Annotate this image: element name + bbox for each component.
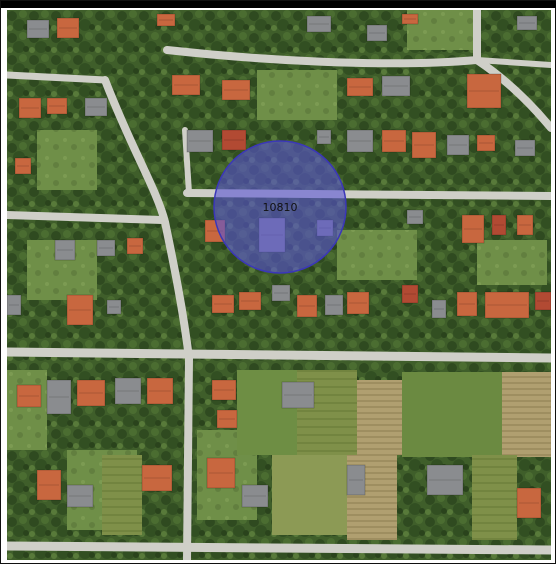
building-roof — [466, 73, 502, 109]
building-roof — [54, 239, 76, 261]
building-roof — [381, 129, 407, 153]
building-roof — [211, 294, 235, 314]
building-roof — [56, 17, 80, 39]
building-roof — [76, 379, 106, 407]
building-roof — [14, 157, 32, 175]
building-roof — [66, 294, 94, 326]
building-roof — [26, 19, 50, 39]
building-roof — [146, 377, 174, 405]
building-roof — [381, 75, 411, 97]
building-roof — [271, 284, 291, 302]
building-roof — [36, 469, 62, 501]
building-roof — [366, 24, 388, 42]
building-roof — [281, 381, 315, 409]
building-roof — [206, 457, 236, 489]
building-roof — [216, 409, 238, 429]
building-roof — [346, 464, 366, 496]
building-roof — [46, 97, 68, 115]
building-roof — [84, 97, 108, 117]
building-roof — [316, 129, 332, 145]
building-roof — [114, 377, 142, 405]
building-roof — [96, 239, 116, 257]
building-roof — [324, 294, 344, 316]
building-roof — [141, 464, 173, 492]
building-roof — [491, 214, 507, 236]
building-roof — [106, 299, 122, 315]
building-roof — [446, 134, 470, 156]
building-roof — [16, 384, 42, 408]
building-roof — [484, 291, 530, 319]
building-roof — [346, 291, 370, 315]
building-roof — [7, 294, 22, 316]
building-roof — [431, 299, 447, 319]
building-roof — [514, 139, 536, 157]
location-marker[interactable]: 10810 — [213, 140, 347, 274]
building-roof — [126, 237, 144, 255]
building-roof — [171, 74, 201, 96]
frame-top-border — [1, 1, 556, 8]
building-roof — [426, 464, 464, 496]
building-roof — [406, 209, 424, 225]
building-roof — [221, 79, 251, 101]
building-roof — [221, 129, 247, 151]
building-roof — [516, 214, 534, 236]
building-roof — [401, 13, 419, 25]
marker-label: 10810 — [263, 201, 298, 214]
building-roof — [306, 15, 332, 33]
building-roof — [456, 291, 478, 317]
building-roof — [411, 131, 437, 159]
marker-circle[interactable] — [213, 140, 347, 274]
roads — [7, 10, 551, 560]
map-canvas[interactable]: 10810 — [7, 10, 551, 560]
buildings — [7, 13, 551, 519]
building-roof — [346, 77, 374, 97]
building-roof — [516, 15, 538, 31]
building-roof — [156, 13, 176, 27]
building-roof — [296, 294, 318, 318]
building-roof — [534, 291, 551, 311]
building-roof — [238, 291, 262, 311]
building-roof — [18, 97, 42, 119]
building-roof — [186, 129, 214, 153]
building-roof — [241, 484, 269, 508]
building-roof — [516, 487, 542, 519]
agricultural-fields — [102, 370, 551, 540]
building-roof — [476, 134, 496, 152]
satellite-map[interactable]: 10810 — [7, 10, 551, 560]
building-roof — [346, 129, 374, 153]
building-roof — [401, 284, 419, 304]
building-roof — [461, 214, 485, 244]
building-roof — [66, 484, 94, 508]
building-roof — [46, 379, 72, 415]
building-roof — [211, 379, 237, 401]
